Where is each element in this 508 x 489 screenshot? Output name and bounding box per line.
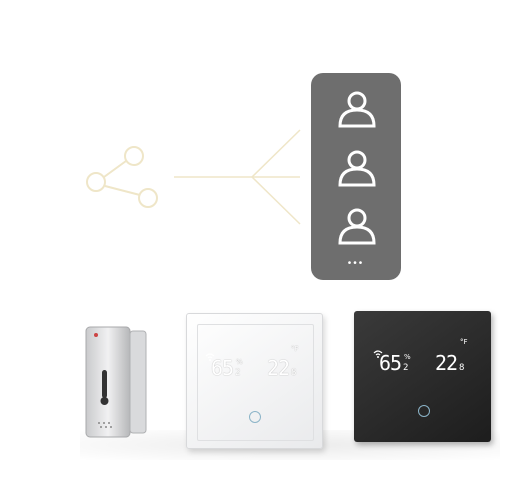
power-icon[interactable] [249, 411, 261, 423]
more-users-indicator: ••• [347, 258, 365, 269]
humidity-unit: % [236, 358, 243, 366]
humidity-decimal: 2 [403, 363, 409, 373]
humidity-value: 65 [379, 351, 402, 375]
temperature-decimal: 8 [459, 363, 465, 373]
user-icon [338, 208, 376, 245]
thermostat-black: 65 2 % 22 8 °F [354, 311, 491, 442]
humidity-unit: % [404, 353, 411, 361]
wifi-icon [373, 350, 383, 358]
temperature-decimal: 8 [291, 368, 297, 378]
temperature-value: 22 [435, 351, 458, 375]
fork-connector [174, 129, 301, 225]
wifi-icon [205, 353, 215, 361]
thermostat-screen [197, 324, 314, 441]
humidity-value: 65 [211, 356, 234, 380]
users-panel: ••• [311, 73, 401, 280]
share-icon [86, 146, 158, 208]
user-icon [338, 150, 376, 187]
sensor-device [85, 326, 147, 438]
humidity-decimal: 2 [235, 368, 241, 378]
user-icon [338, 91, 376, 128]
power-icon[interactable] [418, 405, 430, 417]
temperature-value: 22 [267, 356, 290, 380]
thermostat-white: 65 2 % 22 8 °F [186, 313, 323, 449]
temperature-unit: °F [291, 345, 299, 353]
temperature-unit: °F [460, 338, 468, 346]
